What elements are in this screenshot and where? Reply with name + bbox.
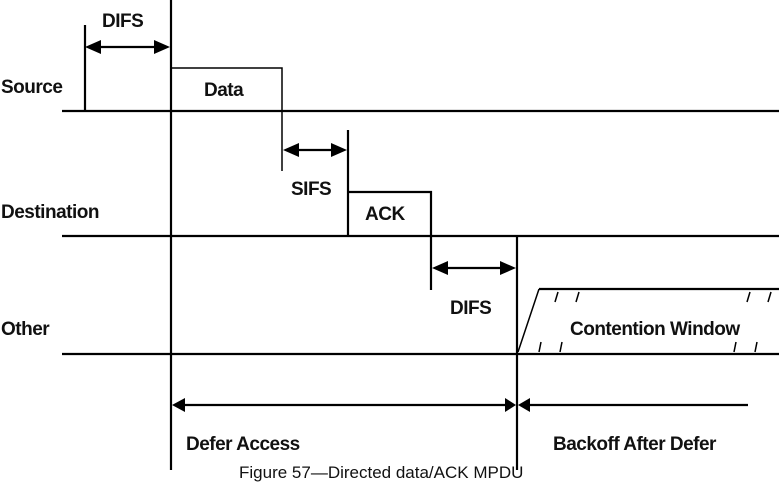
data-frame-label: Data xyxy=(204,80,244,101)
defer-access-label: Defer Access xyxy=(186,434,300,455)
sifs-arrow xyxy=(283,143,347,157)
difs-top-label: DIFS xyxy=(102,11,143,32)
difs-other-label: DIFS xyxy=(450,298,491,319)
contention-window-label: Contention Window xyxy=(570,319,740,340)
data-frame xyxy=(171,67,283,171)
backoff-after-defer-label: Backoff After Defer xyxy=(553,434,717,455)
difs-other-arrow xyxy=(432,261,516,275)
contention-window-shape xyxy=(517,287,779,353)
row-label-source: Source xyxy=(1,77,62,98)
backoff-arrow xyxy=(518,398,748,412)
sifs-label: SIFS xyxy=(291,179,331,200)
row-label-destination: Destination xyxy=(1,202,99,223)
ack-frame-label: ACK xyxy=(365,204,405,225)
difs-top-arrow xyxy=(85,40,170,54)
defer-access-arrow xyxy=(172,398,516,412)
figure-caption: Figure 57—Directed data/ACK MPDU xyxy=(239,463,523,482)
row-label-other: Other xyxy=(1,319,50,340)
ack-frame xyxy=(348,190,433,290)
